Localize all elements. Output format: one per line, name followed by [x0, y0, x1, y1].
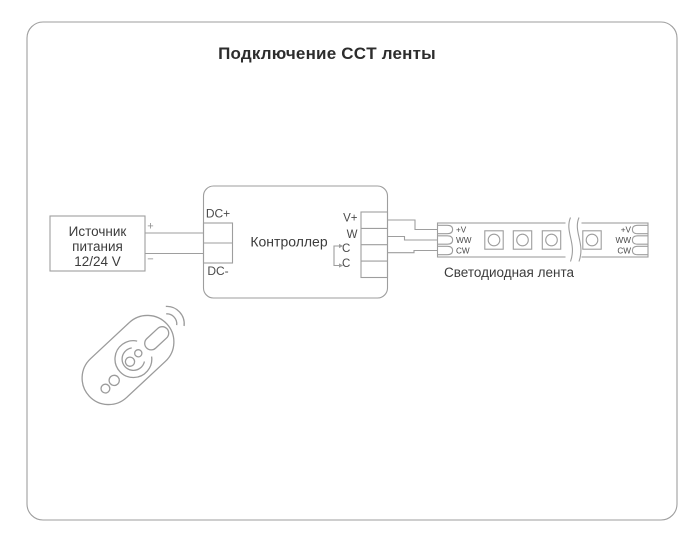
page-title: Подключение CCT ленты [218, 44, 436, 63]
pad-label-left-cw: CW [456, 247, 470, 256]
led-chip-3 [541, 230, 562, 250]
remote-touch-wheel-outer [114, 340, 153, 379]
led-chip-1 [484, 230, 504, 250]
led-strip: +V WW CW +V WW CW Светодиодна [436, 217, 649, 280]
led-chip-2 [512, 230, 533, 250]
terminal-dc-plus: DC+ [206, 207, 230, 221]
wire-cw [387, 249, 438, 254]
led-chip-lens [516, 233, 529, 247]
strip-break-curve-2 [576, 217, 582, 262]
minus-sign: − [147, 254, 153, 266]
led-strip-label: Светодиодная лента [444, 265, 574, 280]
bracket-line [333, 245, 340, 267]
pad-left-1 [437, 224, 454, 235]
signal-wave-icon-outer [165, 305, 185, 327]
controller-label: Контроллер [250, 234, 327, 250]
plus-sign: + [147, 221, 153, 233]
led-chip-4 [582, 230, 602, 250]
power-supply-label-line1: Источник [69, 224, 127, 239]
power-supply-voltage: 12/24 V [74, 254, 121, 269]
led-chip-lens [487, 233, 501, 247]
controller-output-wires [387, 219, 438, 254]
wire-ww [387, 235, 438, 241]
terminal-dc-minus: DC- [207, 264, 228, 278]
signal-wave-icon-inner [166, 313, 178, 326]
terminal-v-plus: V+ [343, 213, 358, 225]
remote-wheel-dot-small [134, 349, 143, 358]
terminal-c2: C [342, 258, 350, 270]
remote-touch-wheel-inner [121, 347, 146, 371]
terminal-w: W [347, 229, 358, 241]
pad-right-1 [631, 224, 648, 235]
strip-break-curve-1 [568, 217, 573, 262]
remote-button-1 [108, 374, 120, 387]
pad-label-left-ww: WW [456, 236, 472, 245]
wire-v-plus [387, 219, 438, 231]
pad-right-2 [631, 235, 648, 245]
remote-pill-button [144, 326, 170, 351]
power-supply-label-line2: питания [72, 239, 123, 254]
pad-label-right-v: +V [621, 226, 632, 235]
pad-left-3 [437, 245, 454, 256]
pad-label-left-v: +V [456, 226, 467, 235]
controller: DC+ DC- Контроллер V+ W C C [202, 185, 389, 299]
bracket-arrow-top [339, 243, 344, 249]
led-chip-body [582, 230, 602, 250]
remote-button-2 [100, 383, 111, 394]
power-supply-box [49, 215, 146, 272]
bracket-arrow-bottom [339, 263, 344, 268]
remote-wheel-dot-large [124, 356, 136, 367]
terminal-c1: C [342, 243, 350, 255]
power-supply: Источник питания 12/24 V [49, 215, 146, 272]
remote-body [81, 314, 175, 406]
remote-control [81, 305, 185, 406]
c-link-bracket [333, 243, 344, 268]
led-chip-body [512, 230, 533, 250]
led-chip-body [484, 230, 504, 250]
outer-border [26, 21, 678, 521]
pad-label-right-cw: CW [617, 247, 631, 256]
led-chip-body [541, 230, 562, 250]
controller-output-dividers [361, 227, 388, 262]
power-wires: + − [145, 221, 204, 266]
pad-left-2 [437, 235, 454, 245]
led-chip-lens [585, 233, 599, 247]
pad-right-3 [631, 245, 648, 256]
pad-label-right-ww: WW [616, 236, 632, 245]
led-chip-lens [545, 233, 558, 247]
